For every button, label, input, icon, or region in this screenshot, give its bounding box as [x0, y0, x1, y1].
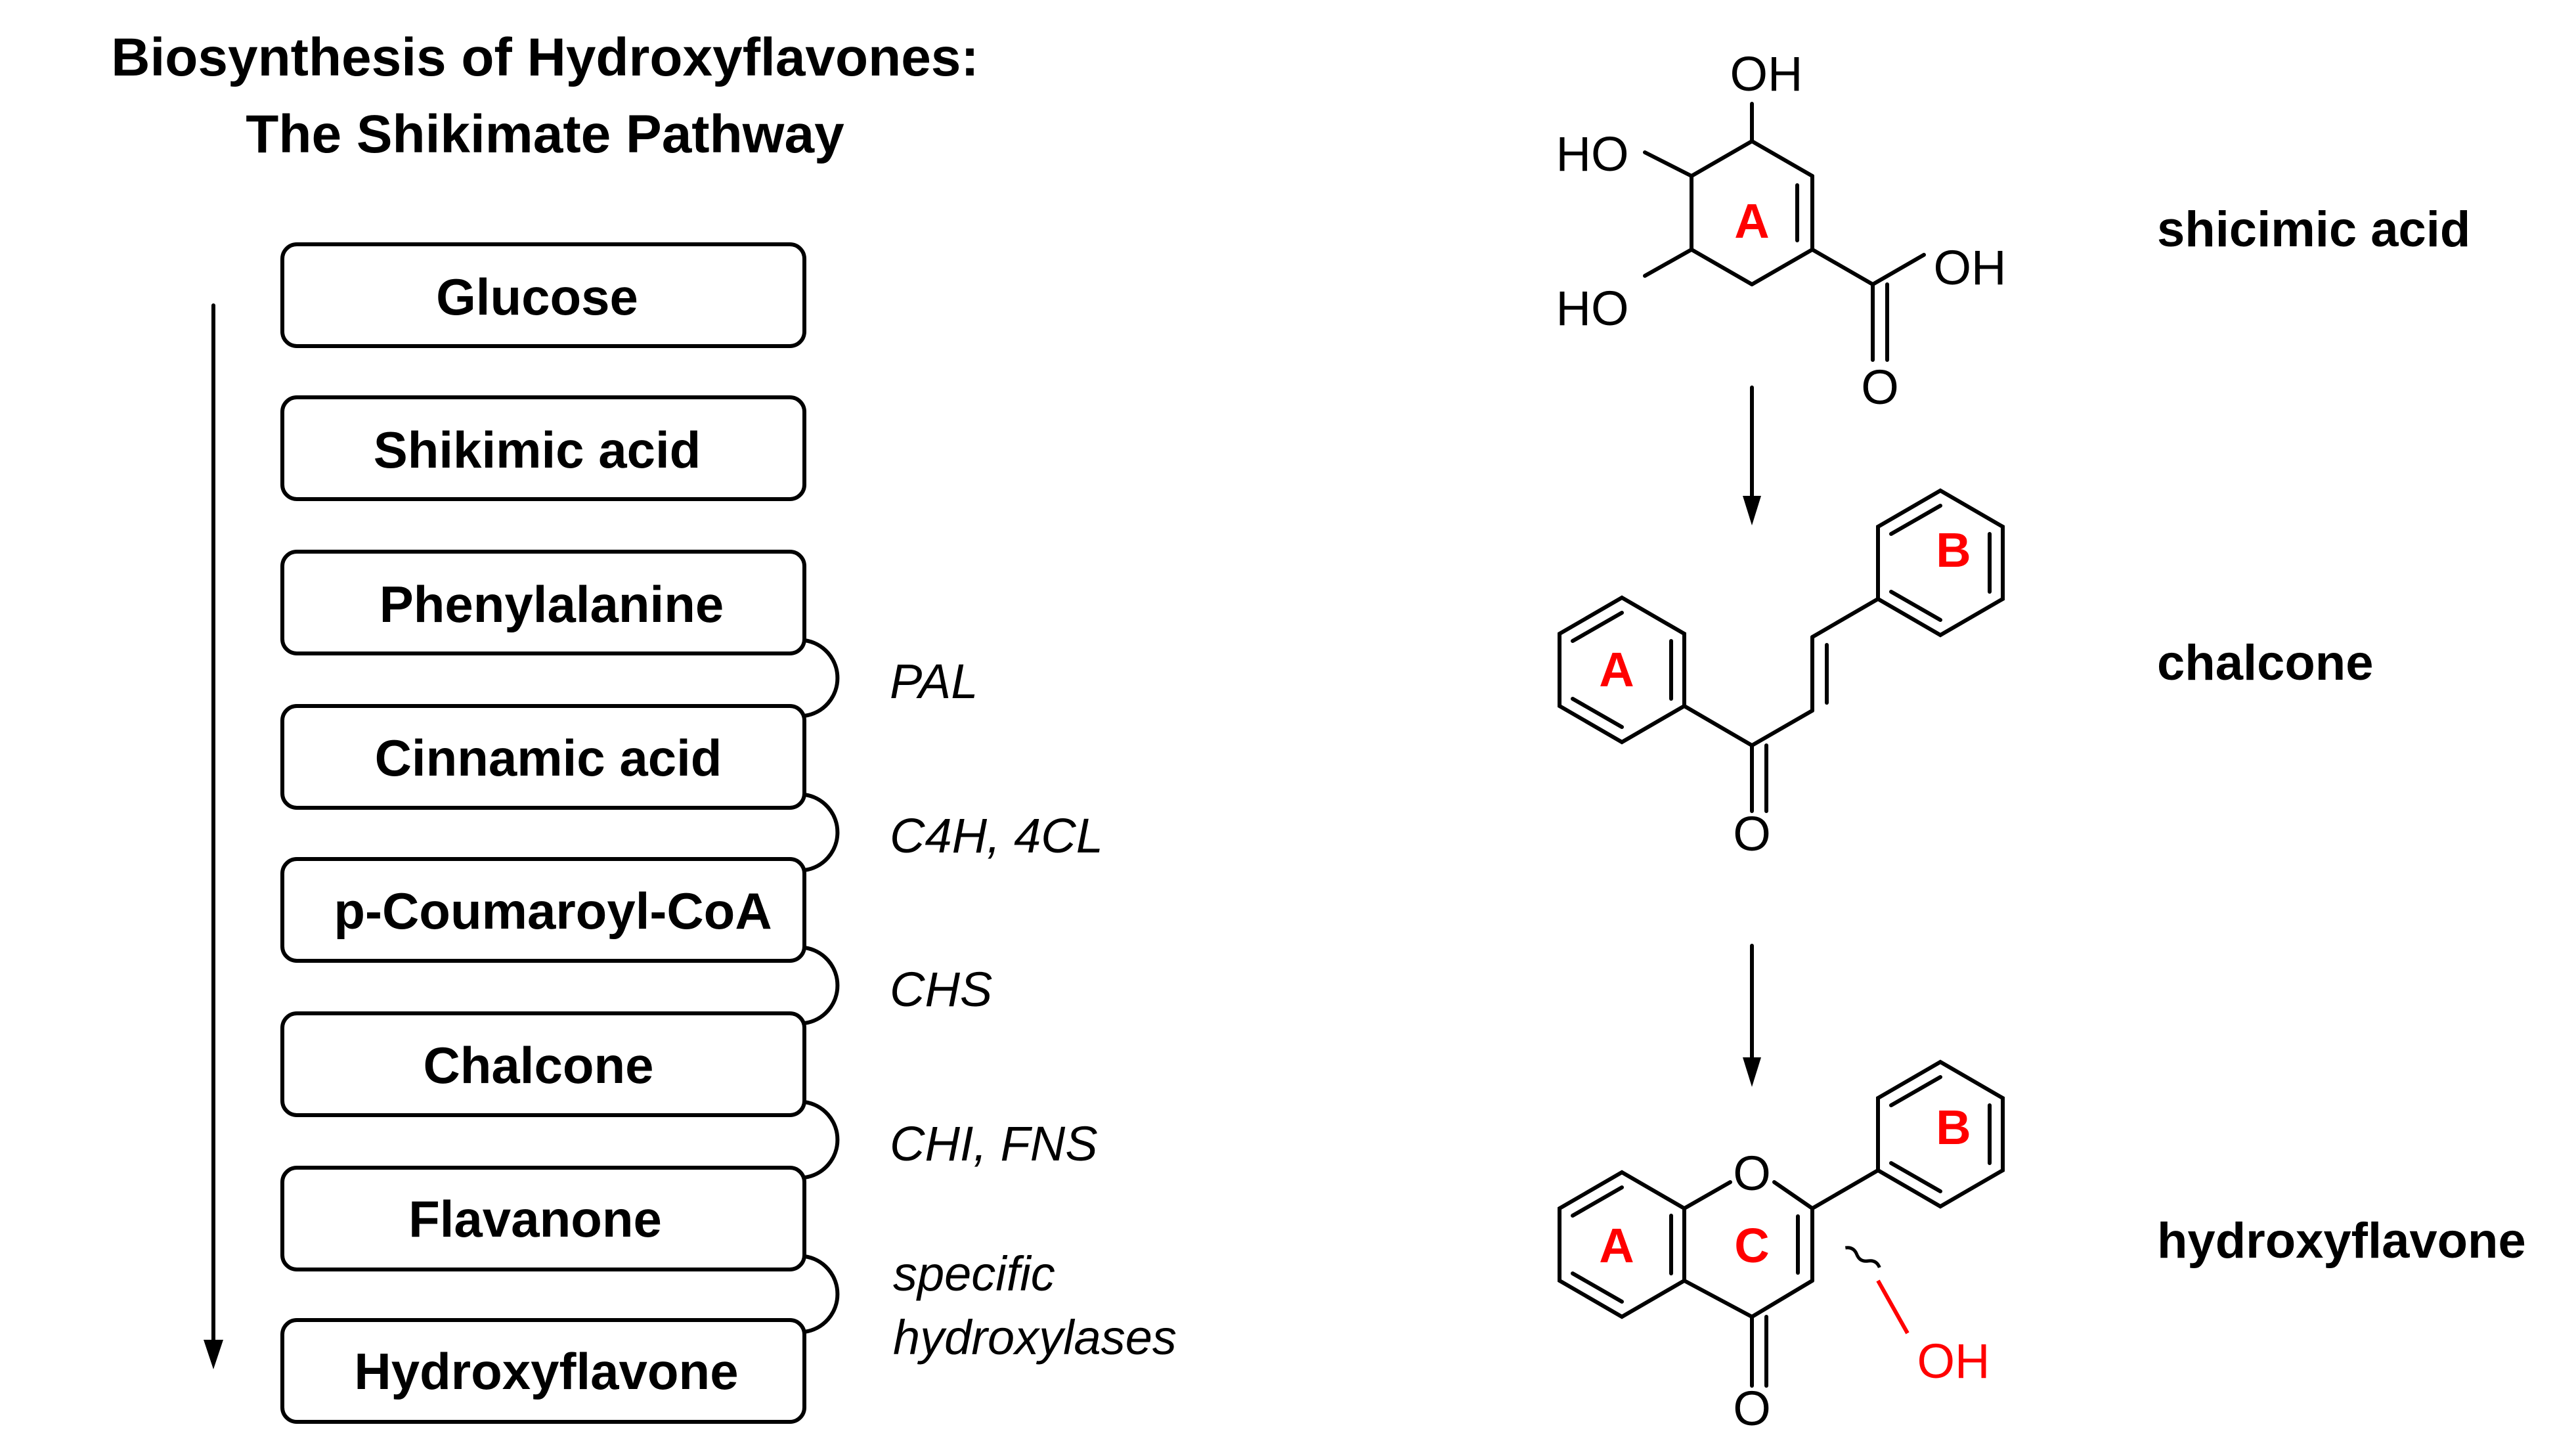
ring-label-b: B	[1936, 523, 1971, 577]
atom-o-carbonyl: O	[1733, 1381, 1771, 1436]
atom-ho-upper: HO	[1556, 127, 1629, 181]
atom-oh-hydroxyl: OH	[1917, 1334, 1990, 1388]
step-label: Cinnamic acid	[375, 729, 722, 787]
step-connectors	[802, 638, 840, 1334]
enzyme-specific: specific	[893, 1246, 1055, 1301]
pathway-step-cinnamic-acid: Cinnamic acid	[280, 704, 806, 810]
pathway-step-hydroxyflavone: Hydroxyflavone	[280, 1318, 806, 1424]
structure-hydroxyflavone: OH O O A C B	[1558, 1059, 2005, 1436]
step-label: Flavanone	[408, 1190, 662, 1248]
pathway-step-phenylalanine: Phenylalanine	[280, 550, 806, 655]
pathway-step-p-coumaroyl-coa: p-Coumaroyl-CoA	[280, 857, 806, 963]
pathway-step-flavanone: Flavanone	[280, 1166, 806, 1271]
atom-o-ring: O	[1733, 1146, 1771, 1201]
ring-label-a: A	[1734, 194, 1769, 248]
step-label: Chalcone	[423, 1036, 653, 1094]
step-label: Hydroxyflavone	[354, 1342, 738, 1400]
atom-oh-top: OH	[1730, 47, 1803, 101]
pathway-step-shikimic-acid: Shikimic acid	[280, 395, 806, 501]
step-label: Phenylalanine	[380, 575, 724, 633]
pathway-step-chalcone: Chalcone	[280, 1011, 806, 1117]
step-label: Shikimic acid	[374, 421, 701, 479]
atom-ho-lower: HO	[1556, 281, 1629, 336]
structure-shikimic-acid: OH HO HO OH O A	[1556, 47, 2007, 414]
ring-label-c: C	[1734, 1218, 1769, 1273]
atom-o-carbonyl: O	[1861, 360, 1899, 414]
ring-label-b: B	[1936, 1100, 1971, 1155]
enzyme-hydroxylases: hydroxylases	[893, 1310, 1177, 1365]
pathway-step-glucose: Glucose	[280, 242, 806, 348]
pathway-arrow	[204, 303, 223, 1369]
enzyme-chi-fns: CHI, FNS	[890, 1116, 1098, 1171]
ring-label-a: A	[1599, 642, 1634, 697]
reaction-arrow-2	[1743, 944, 1761, 1087]
structure-chalcone: O A B	[1558, 488, 2005, 861]
ring-label-a: A	[1599, 1218, 1634, 1273]
step-label: p-Coumaroyl-CoA	[334, 882, 772, 940]
title-line-1: Biosynthesis of Hydroxyflavones:	[111, 28, 978, 87]
reaction-arrow-1	[1743, 386, 1761, 525]
name-shikimic-acid: shicimic acid	[2157, 202, 2470, 257]
enzyme-chs: CHS	[890, 962, 992, 1017]
atom-oh-carboxyl: OH	[1934, 240, 2007, 295]
enzyme-pal: PAL	[890, 654, 978, 709]
step-label: Glucose	[436, 268, 638, 326]
title-line-2: The Shikimate Pathway	[246, 104, 844, 164]
name-hydroxyflavone: hydroxyflavone	[2157, 1213, 2526, 1269]
enzyme-c4h-4cl: C4H, 4CL	[890, 808, 1103, 863]
name-chalcone: chalcone	[2157, 635, 2373, 691]
atom-o-carbonyl: O	[1733, 806, 1771, 861]
